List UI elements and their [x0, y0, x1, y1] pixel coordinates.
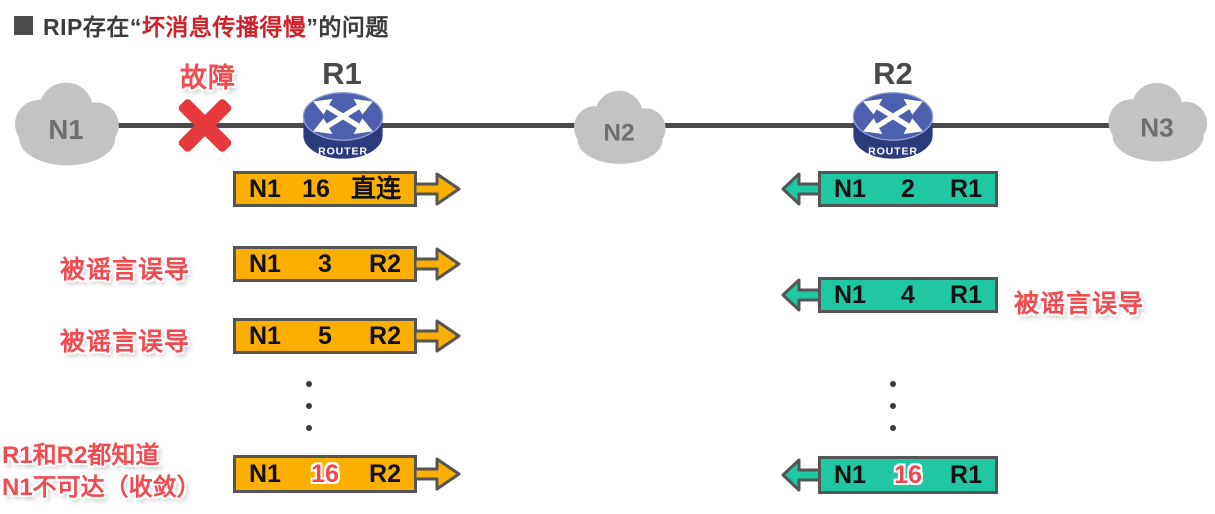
nexthop-cell: 直连	[350, 174, 401, 203]
route-entry-box: N1 5 R2	[233, 318, 417, 354]
rip-update-r2-row2: N1 4 R1	[781, 277, 998, 313]
convergence-note: R1和R2都知道 N1不可达（收敛）	[2, 440, 201, 504]
ellipsis-dots-right	[890, 381, 896, 431]
nexthop-cell: R1	[950, 460, 982, 489]
rip-update-r1-row2: N1 3 R2	[233, 246, 461, 282]
dest-cell: N1	[834, 460, 866, 489]
router-r1-icon: ROUTER	[302, 92, 384, 159]
arrow-right-icon	[415, 247, 461, 281]
title-text: RIP存在“坏消息传播得慢”的问题	[43, 8, 389, 42]
dest-cell: N1	[834, 280, 866, 309]
dest-cell: N1	[834, 174, 866, 203]
metric-cell: 2	[901, 174, 915, 203]
route-entry-box: N1 2 R1	[818, 171, 998, 207]
metric-cell-highlight: 16	[894, 460, 922, 489]
metric-cell: 5	[318, 321, 332, 350]
fault-label: 故障	[180, 63, 236, 93]
misled-note-left-2: 被谣言误导	[60, 328, 191, 356]
nexthop-cell: R2	[369, 249, 401, 278]
title-suffix: 的问题	[318, 14, 389, 40]
network-cloud-n3: N3	[1108, 82, 1208, 162]
network-cloud-n1: N1	[15, 82, 119, 166]
ellipsis-dots-left	[306, 381, 312, 431]
route-entry-box: N1 3 R2	[233, 246, 417, 282]
dest-cell: N1	[249, 174, 281, 203]
arrow-right-icon	[415, 457, 461, 491]
router-caption: ROUTER	[318, 145, 368, 157]
rip-update-r1-row4: N1 16 R2	[233, 455, 461, 493]
arrow-left-icon	[781, 278, 821, 312]
link-failure-x-icon	[174, 94, 236, 156]
convergence-note-line1: R1和R2都知道	[2, 442, 160, 469]
rip-update-r2-row1: N1 2 R1	[781, 171, 998, 207]
misled-note-right: 被谣言误导	[1014, 290, 1145, 318]
cloud-label: N1	[48, 114, 83, 145]
dest-cell: N1	[249, 249, 281, 278]
router-r1-label: R1	[322, 56, 362, 91]
cloud-label: N2	[603, 120, 634, 147]
title-highlight: 坏消息传播得慢	[141, 14, 307, 40]
metric-cell: 3	[318, 249, 332, 278]
misled-note-left-1: 被谣言误导	[60, 256, 191, 284]
arrow-right-icon	[415, 172, 461, 206]
route-entry-box: N1 16 直连	[233, 171, 417, 207]
nexthop-cell: R2	[369, 321, 401, 350]
network-cloud-n2: N2	[573, 90, 666, 164]
router-r2-icon: ROUTER	[852, 92, 934, 159]
router-caption: ROUTER	[868, 145, 918, 157]
metric-cell-highlight: 16	[311, 459, 339, 488]
route-entry-box: N1 16 R2	[233, 455, 417, 493]
arrow-left-icon	[781, 172, 821, 206]
cloud-label: N3	[1140, 112, 1174, 142]
arrow-left-icon	[781, 458, 821, 492]
router-r2-label: R2	[873, 56, 913, 91]
bullet-square-icon	[14, 15, 33, 35]
metric-cell: 16	[302, 174, 330, 203]
rip-update-r2-row3: N1 16 R1	[781, 456, 998, 494]
nexthop-cell: R1	[950, 280, 982, 309]
title-open-quote: “	[129, 14, 142, 40]
rip-update-r1-row1: N1 16 直连	[233, 171, 461, 207]
metric-cell: 4	[901, 280, 915, 309]
dest-cell: N1	[249, 321, 281, 350]
route-entry-box: N1 4 R1	[818, 277, 998, 313]
rip-update-r1-row3: N1 5 R2	[233, 318, 461, 354]
nexthop-cell: R2	[369, 459, 401, 488]
arrow-right-icon	[415, 319, 461, 353]
nexthop-cell: R1	[950, 174, 982, 203]
page-title: RIP存在“坏消息传播得慢”的问题	[14, 8, 389, 42]
convergence-note-line2: N1不可达（收敛）	[2, 474, 201, 501]
dest-cell: N1	[249, 459, 281, 488]
title-close-quote: ”	[306, 14, 319, 40]
route-entry-box: N1 16 R1	[818, 456, 998, 494]
title-prefix: RIP存在	[43, 14, 130, 40]
